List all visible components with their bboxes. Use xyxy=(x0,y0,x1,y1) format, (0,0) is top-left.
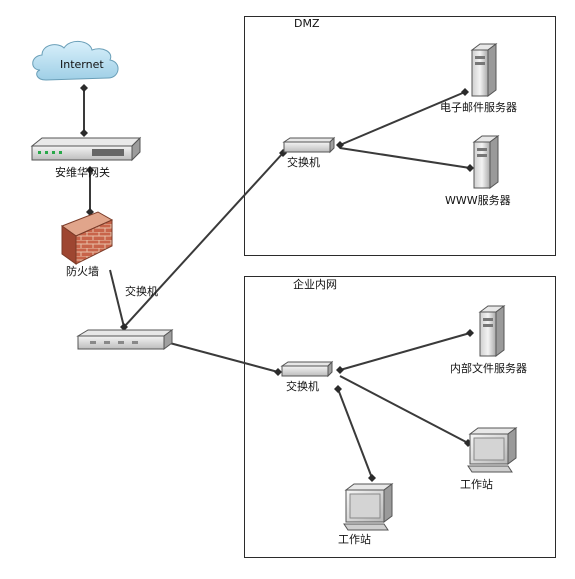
main-switch-icon xyxy=(76,329,174,350)
file-server-label: 内部文件服务器 xyxy=(450,362,527,375)
internet-cloud-icon xyxy=(32,41,119,81)
www-server-icon xyxy=(472,135,500,189)
link-dmzswitch-mail xyxy=(339,91,466,146)
dmz-switch-label: 交换机 xyxy=(287,156,320,169)
intranet-zone-title: 企业内网 xyxy=(293,278,337,291)
gateway-device-icon xyxy=(30,136,142,162)
workstation-right-label: 工作站 xyxy=(460,478,493,491)
workstation-bottom-icon xyxy=(343,483,394,531)
link-intranetswitch-ws-right xyxy=(339,375,469,444)
www-server-label: WWW服务器 xyxy=(445,194,511,207)
dmz-zone-title: DMZ xyxy=(294,17,320,30)
mail-server-icon xyxy=(470,43,498,97)
internet-label: Internet xyxy=(60,58,104,71)
dmz-zone xyxy=(244,16,556,256)
link-firewall-switch xyxy=(109,269,125,328)
workstation-right-icon xyxy=(467,427,518,473)
link-mainswitch-intranetswitch xyxy=(165,341,279,373)
gateway-label: 安维华网关 xyxy=(55,166,110,179)
link-dmzswitch-www xyxy=(339,147,471,169)
mail-server-label: 电子邮件服务器 xyxy=(440,101,517,114)
link-intranetswitch-ws-bottom xyxy=(337,388,373,479)
firewall-icon xyxy=(60,211,114,265)
link-intranetswitch-file xyxy=(339,332,471,371)
workstation-bottom-label: 工作站 xyxy=(338,533,371,546)
firewall-label: 防火墙 xyxy=(66,265,99,278)
main-switch-label: 交换机 xyxy=(125,285,158,298)
file-server-icon xyxy=(478,305,506,357)
intranet-switch-icon xyxy=(280,360,334,378)
link-mainswitch-dmzswitch xyxy=(123,152,284,328)
dmz-switch-icon xyxy=(282,136,336,154)
intranet-switch-label: 交换机 xyxy=(286,380,319,393)
